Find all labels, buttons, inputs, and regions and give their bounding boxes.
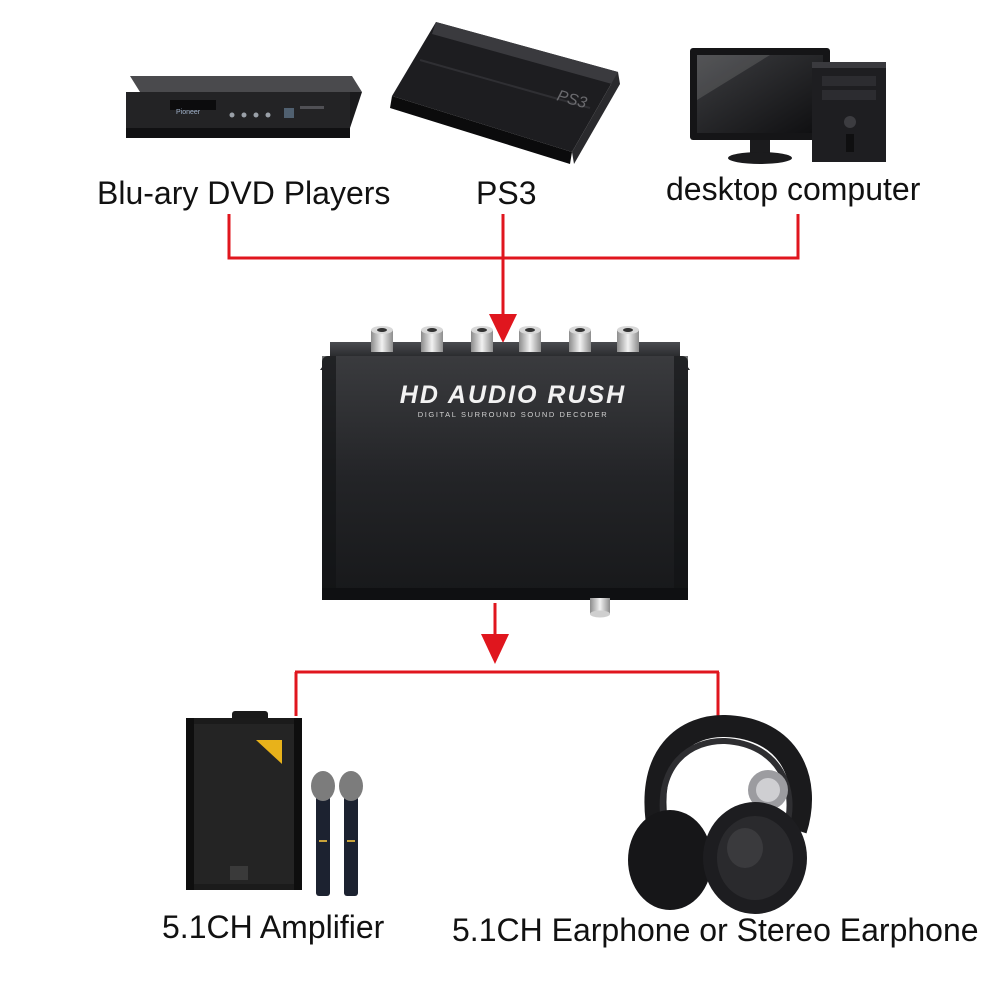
blu-ray-player-icon: Pioneer [126, 76, 362, 138]
source-label-desktop: desktop computer [666, 171, 921, 207]
speaker-amplifier-icon [186, 711, 302, 890]
output-label-amplifier: 5.1CH Amplifier [162, 909, 385, 945]
output-label-earphone: 5.1CH Earphone or Stereo Earphone [452, 912, 979, 948]
decoder-subtitle: DIGITAL SURROUND SOUND DECODER [418, 410, 609, 419]
microphone-icon [311, 771, 363, 896]
headphones-icon [628, 715, 812, 914]
bottom-jack [590, 598, 610, 618]
output-connector-lines [294, 603, 720, 726]
rca-jacks [371, 326, 639, 352]
dvd-brand-text: Pioneer [176, 109, 201, 116]
source-label-ps3: PS3 [476, 175, 537, 211]
decoder-title: HD AUDIO RUSH [400, 381, 626, 409]
desktop-computer-icon [690, 48, 886, 164]
audio-decoder-device: HD AUDIO RUSH DIGITAL SURROUND SOUND DEC… [320, 326, 690, 618]
ps3-console-icon: PS3 [390, 22, 620, 164]
input-connector-lines [227, 214, 800, 318]
source-label-dvd: Blu-ary DVD Players [97, 175, 391, 211]
output-arrow [481, 634, 509, 664]
input-arrow [489, 314, 517, 343]
